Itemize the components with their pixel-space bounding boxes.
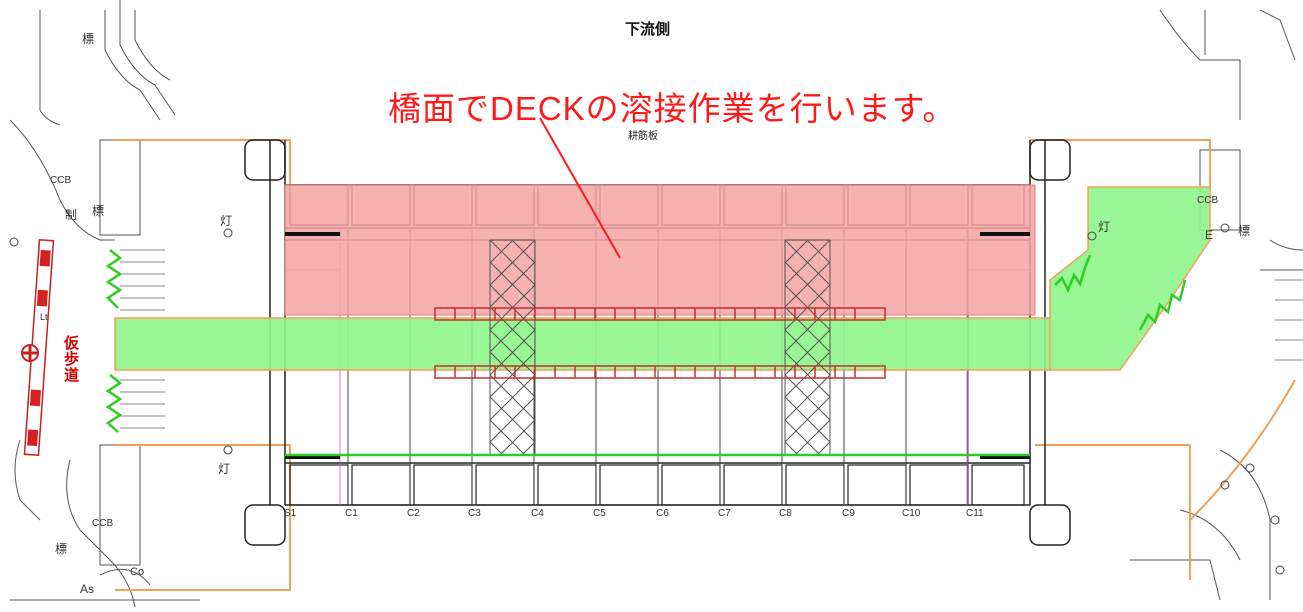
girder-label: C11 bbox=[966, 508, 984, 519]
seido-label: 制 bbox=[65, 208, 78, 222]
work-annotation-text: 橋面でDECKの溶接作業を行います。 bbox=[388, 90, 957, 127]
support-rows bbox=[434, 307, 886, 379]
light-label-top: 灯 bbox=[220, 214, 233, 228]
light-label-right: 灯 bbox=[1098, 220, 1111, 234]
girder-label: C10 bbox=[902, 508, 921, 519]
girder-label: C8 bbox=[779, 508, 792, 519]
panel-label: 耕筋板 bbox=[628, 131, 658, 142]
lt-label: Lt bbox=[40, 312, 48, 322]
girder-label: C1 bbox=[345, 508, 358, 519]
downstream-side-label: 下流側 bbox=[625, 21, 671, 38]
ccb-label-bottom: CCB bbox=[92, 518, 114, 529]
girder-label: C2 bbox=[407, 508, 420, 519]
girder-label: C5 bbox=[593, 508, 606, 519]
girder-label: C9 bbox=[842, 508, 855, 519]
girder-label: C6 bbox=[656, 508, 669, 519]
deck-panels-bottom bbox=[289, 464, 1025, 506]
girder-label: C7 bbox=[718, 508, 731, 519]
girder-label: S1 bbox=[284, 508, 297, 519]
crosswalk-hatching bbox=[120, 249, 1303, 429]
temporary-sidewalk-label: 仮歩道 bbox=[62, 335, 79, 383]
temporary-barrier bbox=[23, 238, 55, 457]
light-label-bottom: 灯 bbox=[218, 462, 231, 476]
e-mark-label: E bbox=[1205, 228, 1214, 242]
hyo-label-right: 標 bbox=[1238, 224, 1251, 238]
map-markers bbox=[9, 223, 1285, 575]
annotation-leader-line bbox=[539, 117, 621, 259]
hyo-label-left: 標 bbox=[92, 204, 105, 218]
girder-label: C4 bbox=[531, 508, 544, 519]
ccb-label-right: CCB bbox=[1197, 195, 1219, 206]
zigzag-fences bbox=[105, 249, 1187, 457]
right-road-outline bbox=[1130, 9, 1303, 601]
deck-welding-work-zone bbox=[284, 184, 1036, 316]
asphalt-label: As bbox=[80, 582, 95, 596]
ccb-label-left: CCB bbox=[50, 175, 72, 186]
hyo-label-top: 標 bbox=[82, 32, 95, 46]
curb-lines bbox=[115, 139, 1296, 591]
hyo-label-bottom: 標 bbox=[55, 542, 68, 556]
bracing-columns bbox=[489, 239, 831, 456]
girder-label: C3 bbox=[468, 508, 481, 519]
end-beams bbox=[285, 232, 1030, 459]
concrete-label: Co bbox=[130, 566, 145, 578]
warning-sign-icon bbox=[21, 344, 39, 362]
